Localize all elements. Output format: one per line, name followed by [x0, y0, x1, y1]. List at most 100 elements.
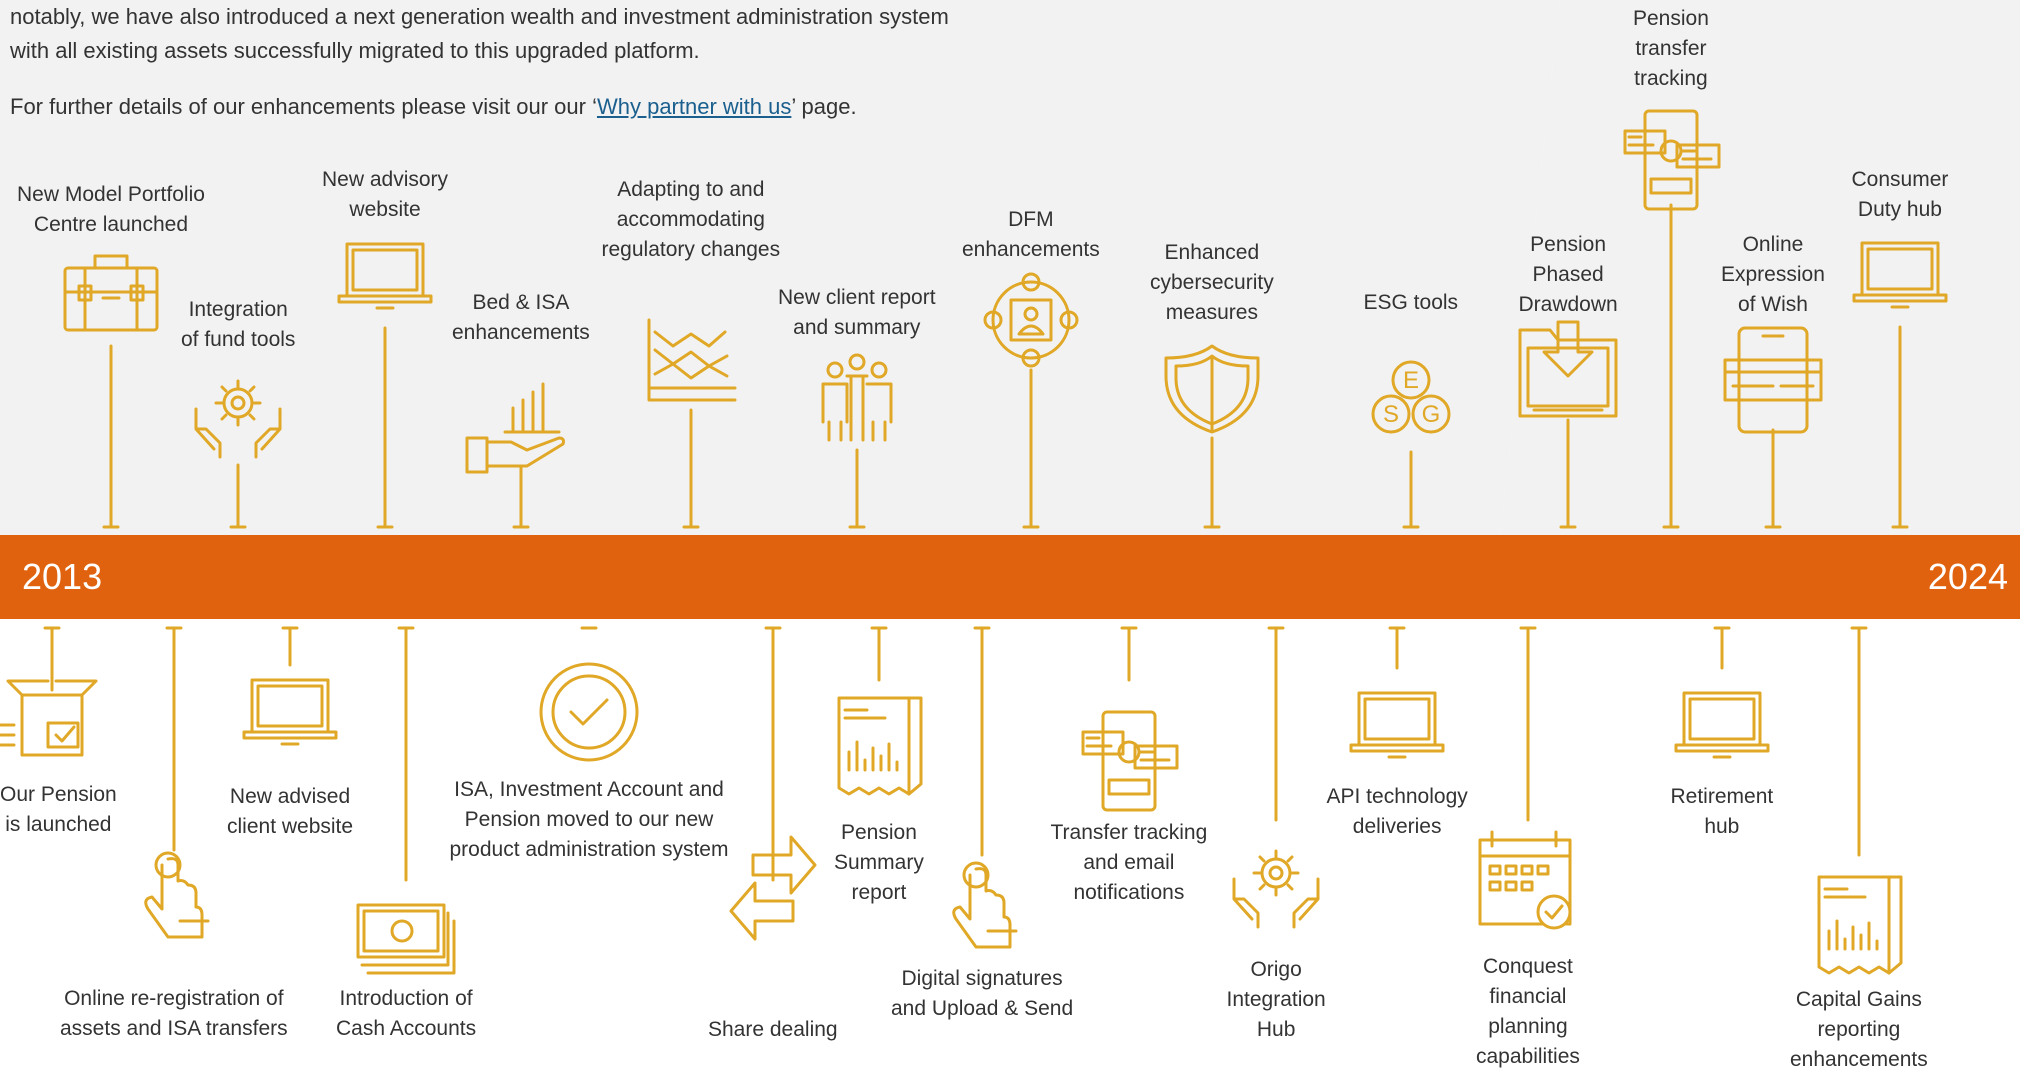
milestone-label-line: product administration system: [449, 838, 729, 861]
milestone-label-line: Consumer: [1851, 168, 1949, 191]
milestone-label-line: Bed & ISA: [472, 291, 570, 314]
gear-hands-icon: [194, 379, 282, 459]
bottom-milestone-label: Introduction of Cash Accounts: [336, 984, 476, 1044]
milestone-label-line: ESG tools: [1363, 291, 1459, 314]
timeline-start-year: 2013: [22, 556, 103, 597]
top-milestone-label: ESG tools: [1364, 288, 1459, 318]
bottom-milestone-label: Online re-registration of assets and ISA …: [60, 984, 288, 1044]
milestone-label-line: report: [851, 881, 907, 904]
milestone-label-line: New advised: [229, 785, 351, 808]
milestone-label-line: Pension: [840, 821, 917, 844]
bottom-milestone-label: Retirement hub: [1671, 782, 1774, 842]
bottom-milestone-label: Capital Gains reporting enhancements: [1790, 985, 1928, 1075]
milestone-label-line: DFM: [1008, 208, 1054, 231]
milestone-label-line: New client report: [778, 286, 936, 309]
milestone-label-line: client website: [227, 815, 354, 838]
milestone-label-line: Summary: [834, 851, 924, 874]
milestone-label-line: Online re-registration of: [64, 987, 284, 1010]
milestone-label-line: Drawdown: [1518, 293, 1618, 316]
milestone-label-line: Pension moved to our new: [464, 808, 714, 831]
milestone-label-line: accommodating: [616, 208, 765, 231]
milestone-label-line: API technology: [1326, 785, 1468, 808]
milestone-label-line: Hub: [1256, 1018, 1296, 1041]
top-milestone-label: Adapting to and accommodating regulatory c…: [602, 175, 781, 265]
milestone-label-line: notifications: [1073, 881, 1185, 904]
laptop-icon: [1674, 691, 1770, 759]
bottom-milestone-label: API technology deliveries: [1327, 782, 1468, 842]
milestone-label-line: regulatory changes: [601, 238, 781, 261]
milestone-label-line: of Wish: [1737, 293, 1808, 316]
calendar-check-icon: [1478, 830, 1572, 930]
milestone-label-line: Retirement: [1670, 785, 1774, 808]
milestone-label-line: Centre launched: [33, 213, 189, 236]
milestone-label-line: and Upload & Send: [891, 997, 1074, 1020]
intro-text-prefix: For further details of our enhancements …: [10, 94, 597, 119]
milestone-label-line: tracking: [1634, 67, 1708, 90]
milestone-label-line: transfer: [1635, 37, 1707, 60]
milestone-label-line: hub: [1704, 815, 1740, 838]
milestone-label-line: Origo: [1250, 958, 1302, 981]
milestone-label-line: Digital signatures: [901, 967, 1063, 990]
milestone-label-line: reporting: [1817, 1018, 1901, 1041]
trend-board-icon: [647, 318, 737, 402]
intro-text-line-3: For further details of our enhancements …: [10, 90, 857, 124]
bottom-milestone-label: Share dealing: [708, 1015, 838, 1045]
bottom-milestone-label: Digital signatures and Upload & Send: [891, 964, 1073, 1024]
milestone-label-line: Expression: [1721, 263, 1825, 286]
milestone-label-line: Pension: [1633, 7, 1709, 30]
intro-text-line-2: with all existing assets successfully mi…: [10, 38, 700, 63]
milestone-label-line: Online: [1742, 233, 1804, 256]
milestone-label-line: Enhanced: [1164, 241, 1260, 264]
milestone-label-line: deliveries: [1352, 815, 1442, 838]
folder-download-icon: [1518, 320, 1618, 418]
laptop-icon: [1852, 241, 1948, 309]
milestone-label-line: cybersecurity: [1150, 271, 1274, 294]
timeline-end-year: 2024: [1927, 556, 2008, 597]
milestone-label-line: Duty hub: [1857, 198, 1942, 221]
milestone-label-line: enhancements: [962, 238, 1100, 261]
milestone-label-line: Share dealing: [708, 1018, 838, 1041]
check-circle-icon: [539, 662, 639, 762]
milestone-label-line: assets and ISA transfers: [60, 1017, 288, 1040]
report-icon: [1817, 875, 1903, 975]
milestone-label-line: New Model Portfolio: [17, 183, 205, 206]
milestone-label-line: Adapting to and: [617, 178, 765, 201]
briefcase-icon: [63, 254, 159, 332]
tablet-card-icon: [1723, 326, 1823, 434]
milestone-label-line: Introduction of: [339, 987, 473, 1010]
milestone-label-line: Capital Gains: [1795, 988, 1922, 1011]
milestone-label-line: Cash Accounts: [336, 1017, 477, 1040]
gear-hands-icon: [1232, 849, 1320, 929]
milestone-label-line: enhancements: [1790, 1048, 1928, 1071]
bottom-milestone-label: New advised client website: [227, 782, 353, 842]
laptop-icon: [337, 242, 433, 310]
milestone-label-line: and summary: [793, 316, 921, 339]
milestone-label-line: Integration: [1226, 988, 1326, 1011]
svg-text:S: S: [1383, 401, 1399, 428]
dashboard-icon: [1623, 109, 1721, 211]
laptop-icon: [242, 678, 338, 746]
why-partner-link[interactable]: Why partner with us: [596, 94, 792, 119]
intro-text-line-1: notably, we have also introduced a next …: [10, 4, 949, 29]
milestone-label-line: Our Pension: [0, 783, 117, 806]
svg-text:G: G: [1422, 401, 1441, 428]
hand-chart-icon: [465, 382, 565, 474]
box-icon: [0, 679, 98, 757]
shield-icon: [1164, 344, 1260, 434]
milestone-label-line: capabilities: [1476, 1045, 1580, 1068]
milestone-label-line: ISA, Investment Account and: [454, 778, 724, 801]
